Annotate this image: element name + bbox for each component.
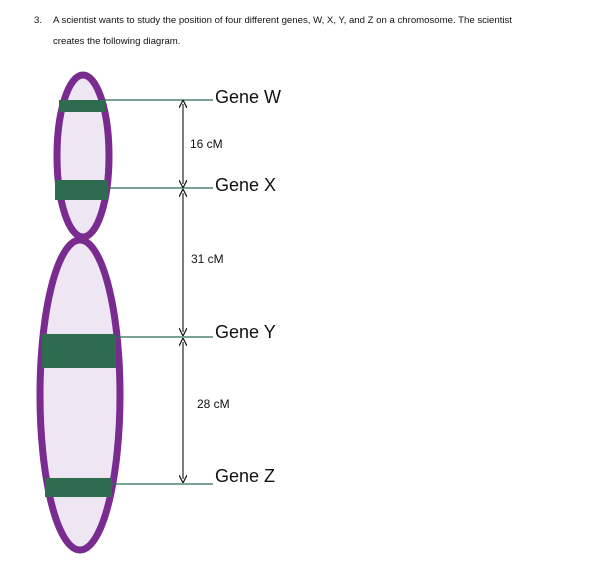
- chromosome-lower-arm: [36, 236, 124, 554]
- gene-label-y: Gene Y: [215, 322, 276, 342]
- gene-band-y: [42, 334, 116, 368]
- gene-band-z: [45, 478, 112, 497]
- distance-label-w-x: 16 cM: [190, 137, 223, 151]
- question-line-2: creates the following diagram.: [53, 36, 181, 47]
- question-number: 3.: [34, 15, 43, 26]
- gene-label-x: Gene X: [215, 175, 276, 195]
- chromosome-upper-arm: [53, 71, 113, 241]
- question-line-1: A scientist wants to study the position …: [53, 15, 512, 26]
- gene-band-w: [59, 100, 105, 112]
- gene-band-x: [55, 180, 108, 200]
- distance-label-y-z: 28 cM: [197, 397, 230, 411]
- distance-label-x-y: 31 cM: [191, 252, 224, 266]
- gene-label-w: Gene W: [215, 87, 281, 107]
- gene-label-z: Gene Z: [215, 466, 275, 486]
